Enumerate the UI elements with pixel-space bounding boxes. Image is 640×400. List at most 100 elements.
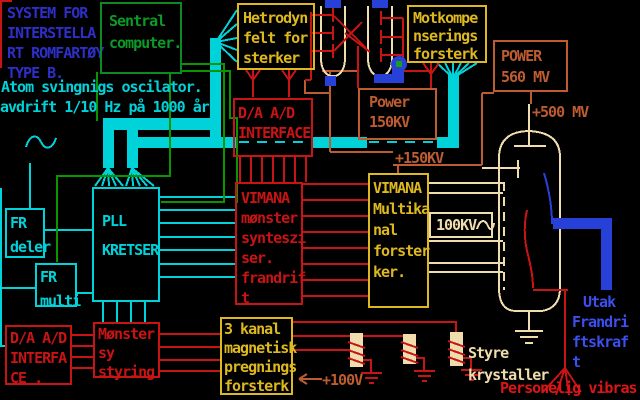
- title-line: RT ROMFARTØY: [7, 44, 104, 62]
- kanal3-coil-wires: [293, 321, 457, 351]
- box-power-150: Power 150KV: [358, 88, 437, 140]
- label-utak: Utak: [583, 293, 616, 311]
- title-line: SYSTEM FOR: [7, 4, 88, 22]
- vacuum-tube-2: [367, 0, 440, 88]
- motkompe-fan: [436, 62, 478, 79]
- box-text: POWER: [501, 47, 542, 65]
- box-text: 560 MV: [501, 68, 550, 86]
- tube-ground-icon: [515, 311, 543, 344]
- box-text: Mønster: [98, 325, 155, 343]
- box-power-560: POWER 560 MV: [493, 40, 568, 92]
- box-text: Hetrodyn: [243, 9, 308, 27]
- box-text: nal: [373, 221, 398, 239]
- page-title: SYSTEM FOR INTERSTELLA RT ROMFARTØY TYPE…: [7, 3, 104, 83]
- blue-output-wire: [553, 218, 612, 290]
- green-wires: [56, 63, 238, 262]
- box-text: KRETSER: [102, 241, 159, 259]
- vimana-rungs: [303, 183, 368, 297]
- box-text: 3 kanal: [224, 320, 281, 338]
- box-text: FR: [10, 214, 27, 232]
- label-ftskraf: ftskraf: [572, 333, 629, 351]
- title-line: INTERSTELLA: [7, 24, 96, 42]
- box-fr-multi: FR multi: [35, 263, 81, 310]
- oscillator-wires: [0, 163, 92, 347]
- box-text: styring: [98, 363, 155, 381]
- monster-right-rungs: [160, 333, 220, 372]
- pll-vimana-bus: [160, 196, 235, 278]
- vibration-fan: [542, 367, 582, 396]
- tube2-anode: [374, 56, 407, 83]
- box-text: 150KV: [369, 113, 410, 131]
- box-text: sy: [98, 344, 115, 362]
- box-text: t: [241, 289, 250, 307]
- interface-vimana-lines: [239, 157, 307, 182]
- label-personelig-vibras: Personelig vibras: [500, 379, 638, 397]
- pll-monster-lines: [102, 302, 146, 322]
- box-text: forster: [373, 242, 430, 260]
- label-plus-100v: +100V: [322, 371, 363, 389]
- hetrodyn-fan-1: [245, 69, 261, 97]
- box-text: multi: [40, 292, 81, 310]
- label-plus-500mv: +500 MV: [532, 103, 589, 121]
- box-text: pregnings: [224, 358, 297, 376]
- box-text: forsterk: [413, 45, 478, 63]
- box-text: computer.: [109, 34, 182, 52]
- box-pll-kretser: PLL KRETSER: [92, 187, 160, 302]
- box-motkompenserings: Motkompe nserings forsterk: [407, 5, 487, 63]
- box-text: PLL: [102, 212, 127, 230]
- box-text: INTERFA: [10, 349, 67, 367]
- box-text: Motkompe: [413, 9, 478, 27]
- box-3-kanal: 3 kanal magnetisk pregnings forsterk: [220, 317, 297, 395]
- label-styre: Styre: [468, 344, 509, 362]
- box-hetrodyn: Hetrodyn felt for sterker: [237, 3, 315, 70]
- ground-icon-2: [414, 357, 435, 382]
- crystal-coil-2: [400, 334, 435, 382]
- box-text: D/A A/D: [238, 104, 295, 122]
- box-text: ser.: [241, 249, 274, 267]
- box-text: sterker: [243, 49, 300, 67]
- ground-icon-3: [461, 357, 482, 381]
- monster-left-rungs: [72, 334, 93, 369]
- sienna-wires: [298, 70, 532, 385]
- box-text: D/A A/D: [10, 329, 67, 347]
- box-sentral-computer: Sentral computer.: [100, 2, 182, 74]
- title-frame-partial: [0, 0, 12, 68]
- box-vimana-multikanal: VIMANA Multika nal forster ker.: [368, 173, 430, 308]
- title-line: TYPE B.: [7, 64, 64, 82]
- label-t: t: [572, 353, 581, 371]
- box-text: Sentral: [109, 12, 166, 30]
- label-frandri: Frandri: [572, 313, 629, 331]
- box-text: frandrif: [241, 269, 306, 287]
- box-text: magnetisk: [224, 339, 297, 357]
- crystal-coil-3: [447, 332, 482, 381]
- red-wires: [72, 69, 457, 372]
- box-text: mønster: [241, 209, 298, 227]
- hetrodyn-fan-2: [281, 69, 297, 97]
- box-text: INTERFACE: [238, 124, 311, 142]
- box-text: ker.: [373, 263, 406, 281]
- box-text: nserings: [413, 27, 478, 45]
- box-text: felt for: [243, 29, 308, 47]
- box-text: deler: [10, 238, 51, 256]
- box-text: forsterk: [224, 377, 289, 395]
- box-text: VIMANA: [241, 189, 290, 207]
- box-text: VIMANA: [373, 179, 422, 197]
- box-text: Power: [369, 93, 410, 111]
- oscillator-note-line2: avdrift 1/10 Hz på 1000 år.: [0, 98, 218, 116]
- sine-icon: [25, 135, 57, 149]
- box-text: Multika: [373, 200, 430, 218]
- box-interface-bottom: D/A A/D INTERFA CE .: [5, 325, 72, 387]
- box-monster-styring: Mønster sy styring: [93, 322, 160, 381]
- box-interface-top: D/A A/D INTERFACE: [233, 98, 313, 157]
- box-text: CE .: [10, 369, 43, 387]
- crystal-coil-1: [347, 333, 382, 384]
- tube-cross-wires: [333, 15, 371, 88]
- oscillator-note-line1: Atom svingnigs oscilator.: [1, 78, 203, 96]
- box-text: FR: [40, 268, 57, 286]
- box-fr-deler: FR deler: [5, 208, 51, 258]
- multikanal-tube-lines: [429, 182, 503, 273]
- box-text: 100KV: [436, 216, 477, 234]
- box-100kv: 100KV: [429, 212, 493, 238]
